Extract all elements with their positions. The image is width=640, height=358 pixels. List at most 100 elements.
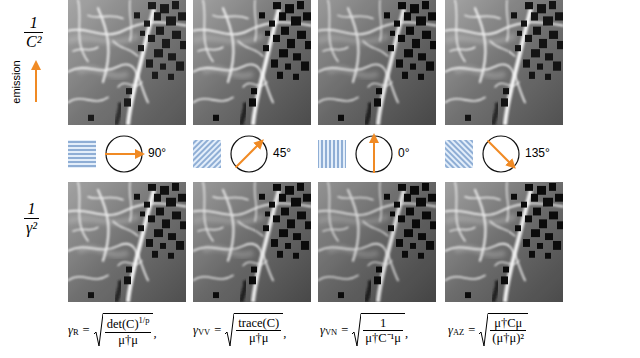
exponent: 1/p: [139, 315, 150, 325]
polarization-arrow: [236, 141, 263, 168]
numerator-text: μ†Cμ: [494, 316, 522, 330]
gamma-symbol: γ: [320, 323, 325, 338]
numerator: trace(C): [236, 316, 281, 330]
polarizer-circle: [231, 136, 267, 172]
denominator: μ†μ: [247, 331, 271, 345]
numerator-group: 1: [380, 316, 386, 330]
fraction-bar: [24, 32, 43, 33]
polarization-arrow: [105, 153, 143, 155]
polarization-arrow: [373, 135, 375, 173]
fraction-bar: [24, 218, 39, 219]
formula-fraction: 1μ†C⁻¹μ: [363, 316, 403, 346]
denominator: (μ†μ)²: [490, 331, 526, 345]
row-fraction: 1C²: [24, 14, 43, 52]
polarizer-circle: [483, 136, 519, 172]
formula: γAZ = μ†Cμ(μ†μ)²: [448, 313, 528, 347]
numerator: 1: [378, 316, 388, 330]
gamma-subscript: R: [73, 327, 79, 337]
denominator-text: μ†μ: [118, 333, 138, 347]
emission-arrow: [35, 62, 37, 102]
panel-tone: [318, 0, 436, 125]
denominator: C²: [24, 33, 43, 51]
equals-sign: =: [341, 323, 348, 338]
image-panel: [68, 0, 186, 125]
denominator: μ†C⁻¹μ: [363, 331, 403, 345]
radicand: μ†Cμ(μ†μ)²: [488, 313, 528, 347]
square-root: μ†Cμ(μ†μ)²: [479, 313, 528, 347]
numerator-text: 1: [28, 200, 36, 217]
radical-sign: [352, 313, 361, 347]
angle-label: 90°: [148, 146, 166, 160]
row-label: 1 γ²: [24, 200, 39, 238]
formula: γVN = 1μ†C⁻¹μ,: [320, 313, 408, 347]
gamma-symbol: γ: [68, 323, 73, 338]
gamma-subscript: VN: [325, 327, 337, 337]
fraction-bar: [363, 330, 403, 331]
equals-sign: =: [214, 323, 221, 338]
polarizer-square: [445, 140, 473, 168]
numerator: det(C)1/p: [105, 316, 152, 332]
panel-tone: [445, 0, 563, 125]
fraction-bar: [236, 330, 281, 331]
polarizer-square: [68, 140, 96, 168]
emission-label: emission: [10, 60, 22, 103]
numerator-group: μ†Cμ: [494, 316, 522, 330]
panel-tone: [318, 182, 436, 302]
denominator-text: (μ†μ)²: [492, 331, 524, 345]
image-panel: [68, 182, 186, 302]
numerator: 1: [26, 200, 38, 218]
equals-sign: =: [468, 323, 475, 338]
formula: γVV = trace(C)μ†μ,: [193, 313, 286, 347]
image-panel: [318, 182, 436, 302]
equals-sign: =: [83, 323, 90, 338]
angle-label: 135°: [525, 146, 550, 160]
numerator-text: det(C): [107, 317, 139, 331]
comma: ,: [405, 326, 408, 341]
denominator-text: μ†C⁻¹μ: [365, 331, 401, 345]
formula-fraction: trace(C)μ†μ: [236, 316, 281, 346]
polarizer-circle: [356, 136, 392, 172]
numerator-text: 1: [380, 316, 386, 330]
radical-sign: [479, 313, 488, 347]
polarizer-square: [318, 140, 346, 168]
polarizer-circle: [106, 136, 142, 172]
comma: ,: [153, 326, 156, 341]
denominator-text: γ²: [26, 219, 37, 236]
numerator: 1: [28, 14, 40, 32]
denominator-text: C²: [26, 33, 41, 50]
denominator-text: μ†μ: [249, 331, 269, 345]
angle-label: 45°: [273, 146, 291, 160]
panel-tone: [68, 182, 186, 302]
radical-sign: [225, 313, 234, 347]
denominator: μ†μ: [116, 333, 140, 347]
fraction-bar: [105, 332, 152, 333]
panel-tone: [68, 0, 186, 125]
image-panel: [318, 0, 436, 125]
radicand: 1μ†C⁻¹μ: [361, 313, 405, 347]
square-root: 1μ†C⁻¹μ: [352, 313, 405, 347]
comma: ,: [283, 326, 286, 341]
formula-fraction: det(C)1/pμ†μ: [105, 316, 152, 347]
gamma-subscript: VV: [198, 327, 210, 337]
gamma-symbol: γ: [448, 323, 453, 338]
gamma-subscript: AZ: [453, 327, 464, 337]
numerator-text: trace(C): [238, 316, 279, 330]
angle-label: 0°: [398, 146, 409, 160]
polarizer-square: [193, 140, 221, 168]
fraction-bar: [490, 330, 526, 331]
denominator: γ²: [24, 219, 39, 237]
panel-tone: [445, 182, 563, 302]
numerator-group: trace(C): [238, 316, 279, 330]
image-panel: [445, 182, 563, 302]
image-panel: [445, 0, 563, 125]
image-panel: [193, 0, 311, 125]
radical-sign: [94, 313, 103, 347]
radicand: trace(C)μ†μ: [234, 313, 283, 347]
numerator-text: 1: [30, 14, 38, 31]
polarization-arrow: [488, 141, 515, 168]
square-root: det(C)1/pμ†μ: [94, 313, 154, 347]
gamma-symbol: γ: [193, 323, 198, 338]
row-fraction: 1 γ²: [24, 200, 39, 238]
square-root: trace(C)μ†μ: [225, 313, 283, 347]
